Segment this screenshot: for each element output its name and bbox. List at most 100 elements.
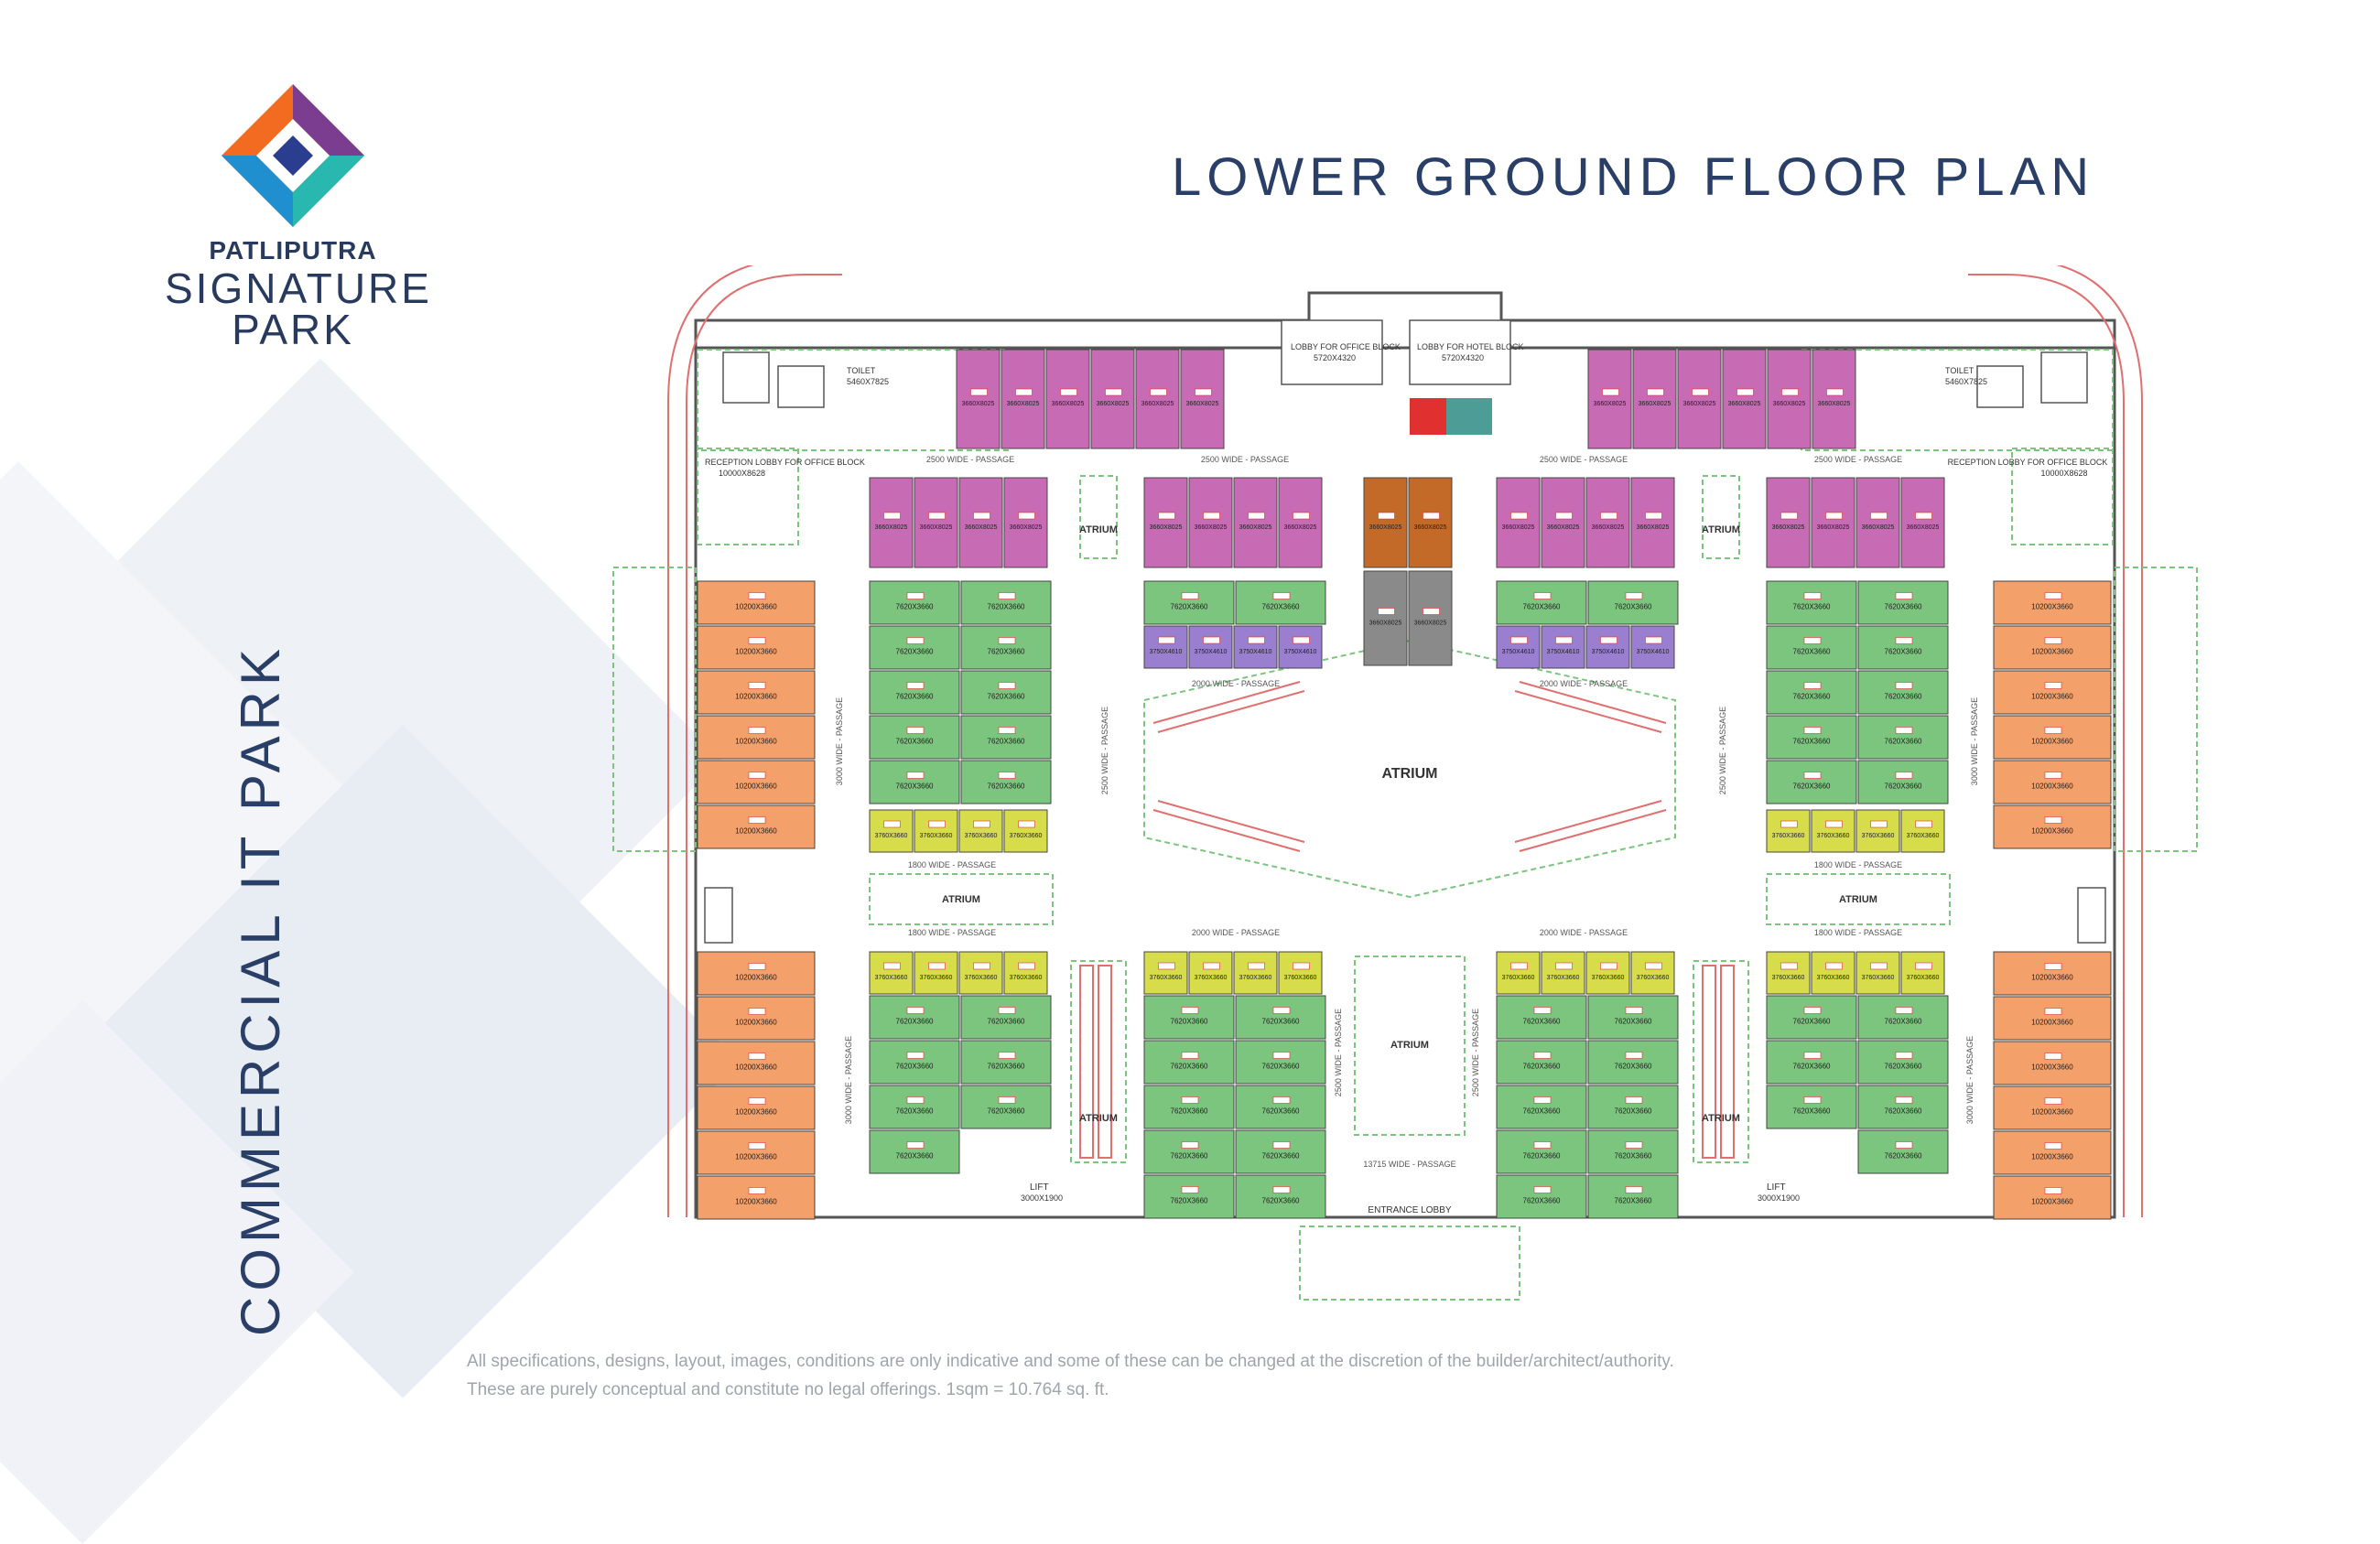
unit-size-label: 10200X3660 [735,1019,777,1027]
unit-size-label: 7620X3660 [1885,1107,1922,1116]
unit-size-label: 3760X3660 [1010,975,1043,981]
lobby-hotel-size: 5720X4320 [1442,353,1484,362]
shop-unit-green: 7620X3660 [1143,1085,1235,1129]
unit-size-label: 3660X8025 [1414,524,1447,531]
shop-unit-green: 7620X3660 [1235,580,1326,625]
shop-unit-yellow: 3760X3660 [1811,809,1855,853]
passage-label: 2500 WIDE - PASSAGE [1471,1009,1480,1096]
shop-unit-magenta: 3660X8025 [1585,477,1630,568]
unit-size-label: 7620X3660 [988,1063,1025,1071]
toilet-size-right: 5460X7825 [1945,377,1987,386]
unit-size-label: 7620X3660 [1615,1152,1652,1161]
floor-plan: ATRIUM TOILET 5460X7825 TOILET 5460X7825… [604,257,2234,1332]
unit-size-label: 10200X3660 [2031,1064,2073,1072]
shop-unit-green: 7620X3660 [1235,1174,1326,1219]
passage-label: 3000 WIDE - PASSAGE [835,697,844,785]
shop-unit-green: 7620X3660 [869,670,960,715]
shop-unit-green: 7620X3660 [1496,580,1587,625]
shop-unit-magenta: 3660X8025 [1632,349,1677,449]
lobby-red-box [1410,398,1492,435]
unit-size-label: 3760X3660 [1150,975,1183,981]
shop-unit-magenta: 3660X8025 [1812,349,1856,449]
shop-unit-orange: 10200X3660 [1993,715,2112,760]
shop-unit-orange: 10200X3660 [697,951,816,996]
shop-unit-green: 7620X3660 [1587,995,1679,1040]
shop-unit-magenta: 3660X8025 [1135,349,1180,449]
unit-size-label: 7620X3660 [1262,603,1300,611]
unit-size-label: 3660X8025 [1097,401,1130,407]
shop-unit-yellow: 3760X3660 [1811,951,1855,995]
unit-size-label: 7620X3660 [988,648,1025,656]
unit-size-label: 7620X3660 [1171,1018,1208,1026]
central-atrium: ATRIUM [1143,639,1676,899]
unit-size-label: 7620X3660 [1885,1152,1922,1161]
shop-unit-orange: 10200X3660 [697,625,816,670]
unit-size-label: 3760X3660 [1547,975,1580,981]
shop-unit-yellow: 3760X3660 [1855,951,1900,995]
passage-label: 2500 WIDE - PASSAGE [1100,707,1109,794]
unit-size-label: 7620X3660 [1615,603,1652,611]
shop-unit-orange: 10200X3660 [697,580,816,625]
shop-unit-green: 7620X3660 [1857,760,1949,804]
unit-size-label: 3750X4610 [1502,649,1535,655]
unit-size-label: 7620X3660 [1793,1107,1831,1116]
unit-size-label: 7620X3660 [988,693,1025,701]
unit-size-label: 3660X8025 [1369,621,1402,627]
unit-size-label: 3750X4610 [1637,649,1670,655]
shop-unit-yellow: 3760X3660 [1003,951,1048,995]
unit-size-label: 7620X3660 [1885,783,1922,791]
shop-unit-magenta: 3660X8025 [1496,477,1541,568]
atrium-label: ATRIUM [1390,1040,1429,1051]
shop-unit-magenta: 3660X8025 [1811,477,1855,568]
unit-size-label: 7620X3660 [1885,1063,1922,1071]
shop-unit-green: 7620X3660 [1496,1129,1587,1174]
shop-unit-magenta: 3660X8025 [1587,349,1632,449]
unit-size-label: 7620X3660 [1523,1152,1561,1161]
unit-size-label: 7620X3660 [988,1018,1025,1026]
unit-size-label: 7620X3660 [1793,693,1831,701]
shop-unit-green: 7620X3660 [1143,580,1235,625]
shop-unit-magenta: 3660X8025 [1722,349,1767,449]
unit-size-label: 7620X3660 [1793,1063,1831,1071]
service-blocks [704,319,2106,944]
unit-size-label: 7620X3660 [1171,603,1208,611]
shop-unit-magenta: 3660X8025 [1090,349,1135,449]
lift-size-right: 3000X1900 [1758,1193,1800,1203]
shop-unit-yellow: 3760X3660 [1900,809,1945,853]
shop-unit-magenta: 3660X8025 [956,349,1001,449]
shop-unit-green: 7620X3660 [1766,715,1857,760]
shop-unit-yellow: 3760X3660 [1496,951,1541,995]
shop-unit-purple: 3750X4610 [1188,625,1233,669]
shop-unit-orange: 10200X3660 [697,1130,816,1175]
unit-size-label: 3760X3660 [1284,975,1317,981]
shop-unit-purple: 3750X4610 [1630,625,1675,669]
unit-size-label: 7620X3660 [1262,1152,1300,1161]
shop-unit-green: 7620X3660 [1857,670,1949,715]
shop-unit-green: 7620X3660 [960,760,1052,804]
brand-name-middle: SIGNATURE [165,265,432,312]
shop-unit-green: 7620X3660 [1766,1040,1857,1085]
shop-unit-yellow: 3760X3660 [1143,951,1188,995]
unit-size-label: 10200X3660 [2031,827,2073,836]
shop-unit-orange: 10200X3660 [1993,951,2112,996]
unit-size-label: 3760X3660 [1862,975,1895,981]
unit-size-label: 3660X8025 [1592,524,1625,531]
shop-unit-green: 7620X3660 [1857,1040,1949,1085]
shop-unit-green: 7620X3660 [869,760,960,804]
shop-unit-yellow: 3760X3660 [914,951,958,995]
shop-unit-green: 7620X3660 [1496,995,1587,1040]
shop-unit-magenta: 3660X8025 [1001,349,1045,449]
unit-size-label: 3660X8025 [1010,524,1043,531]
passage-label: 2500 WIDE - PASSAGE [926,455,1014,464]
shop-unit-yellow: 3760X3660 [1585,951,1630,995]
shop-unit-grey: 3660X8025 [1408,570,1453,666]
unit-size-label: 3660X8025 [1007,401,1040,407]
passage-label: 3000 WIDE - PASSAGE [1970,697,1979,785]
unit-size-label: 3760X3660 [1907,975,1940,981]
unit-size-label: 7620X3660 [1262,1018,1300,1026]
unit-size-label: 7620X3660 [1793,738,1831,746]
shop-unit-yellow: 3760X3660 [1278,951,1323,995]
unit-size-label: 7620X3660 [896,1107,934,1116]
shop-unit-magenta: 3660X8025 [1188,477,1233,568]
unit-size-label: 7620X3660 [1793,1018,1831,1026]
